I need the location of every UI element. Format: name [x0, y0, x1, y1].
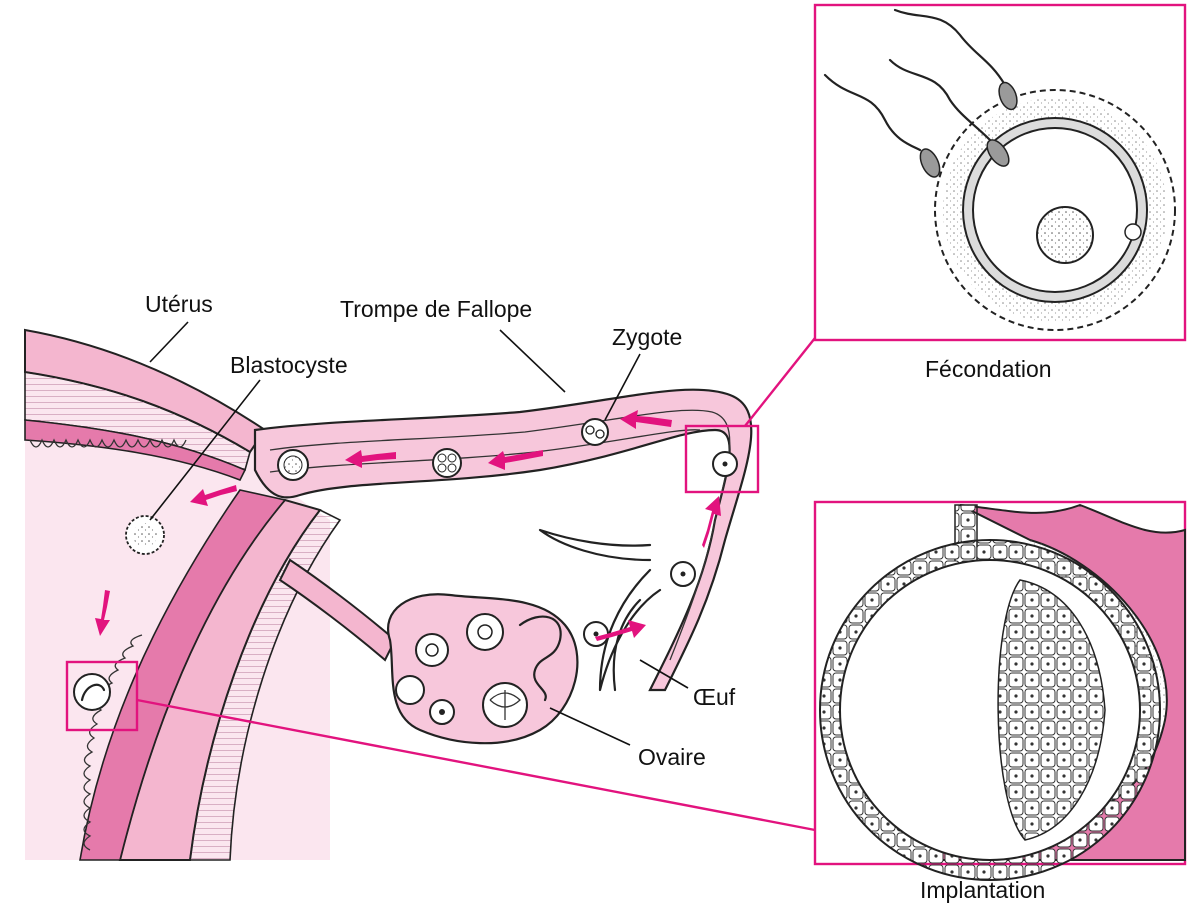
arrow-icon — [95, 590, 110, 636]
fertilization-site-box — [684, 424, 760, 494]
embryo-stages — [73, 418, 738, 711]
arrow-icon — [702, 496, 721, 548]
fertilization-connector — [744, 337, 816, 427]
arrow-icon — [595, 620, 646, 641]
label-fallopian-tube: Trompe de Fallope — [340, 296, 532, 322]
label-egg: Œuf — [693, 684, 736, 710]
label-ovary: Ovaire — [638, 744, 706, 770]
implantation-connector — [136, 698, 816, 832]
arrow-icon — [190, 485, 237, 506]
arrow-icon — [345, 450, 396, 468]
label-implantation: Implantation — [920, 877, 1045, 903]
zygote-cell — [581, 418, 609, 446]
egg-nucleus — [1036, 206, 1094, 264]
four-cell-stage — [432, 448, 462, 478]
sperm-cells — [823, 8, 1018, 178]
implantation-site-box — [65, 660, 139, 732]
uterus-tissue — [24, 328, 342, 861]
label-uterus: Utérus — [145, 291, 213, 317]
label-fertilization: Fécondation — [925, 356, 1052, 382]
arrow-icon — [488, 450, 543, 470]
fallopian-tube — [253, 388, 753, 692]
ovary — [387, 593, 579, 745]
implanting-blastocyst — [73, 673, 111, 711]
implantation-inset — [813, 500, 1187, 881]
arrow-icon — [620, 410, 672, 429]
label-zygote: Zygote — [612, 324, 682, 350]
movement-arrows — [95, 410, 721, 641]
fertilization-inset — [813, 3, 1187, 342]
leader-lines — [149, 321, 689, 746]
label-blastocyst: Blastocyste — [230, 352, 348, 378]
